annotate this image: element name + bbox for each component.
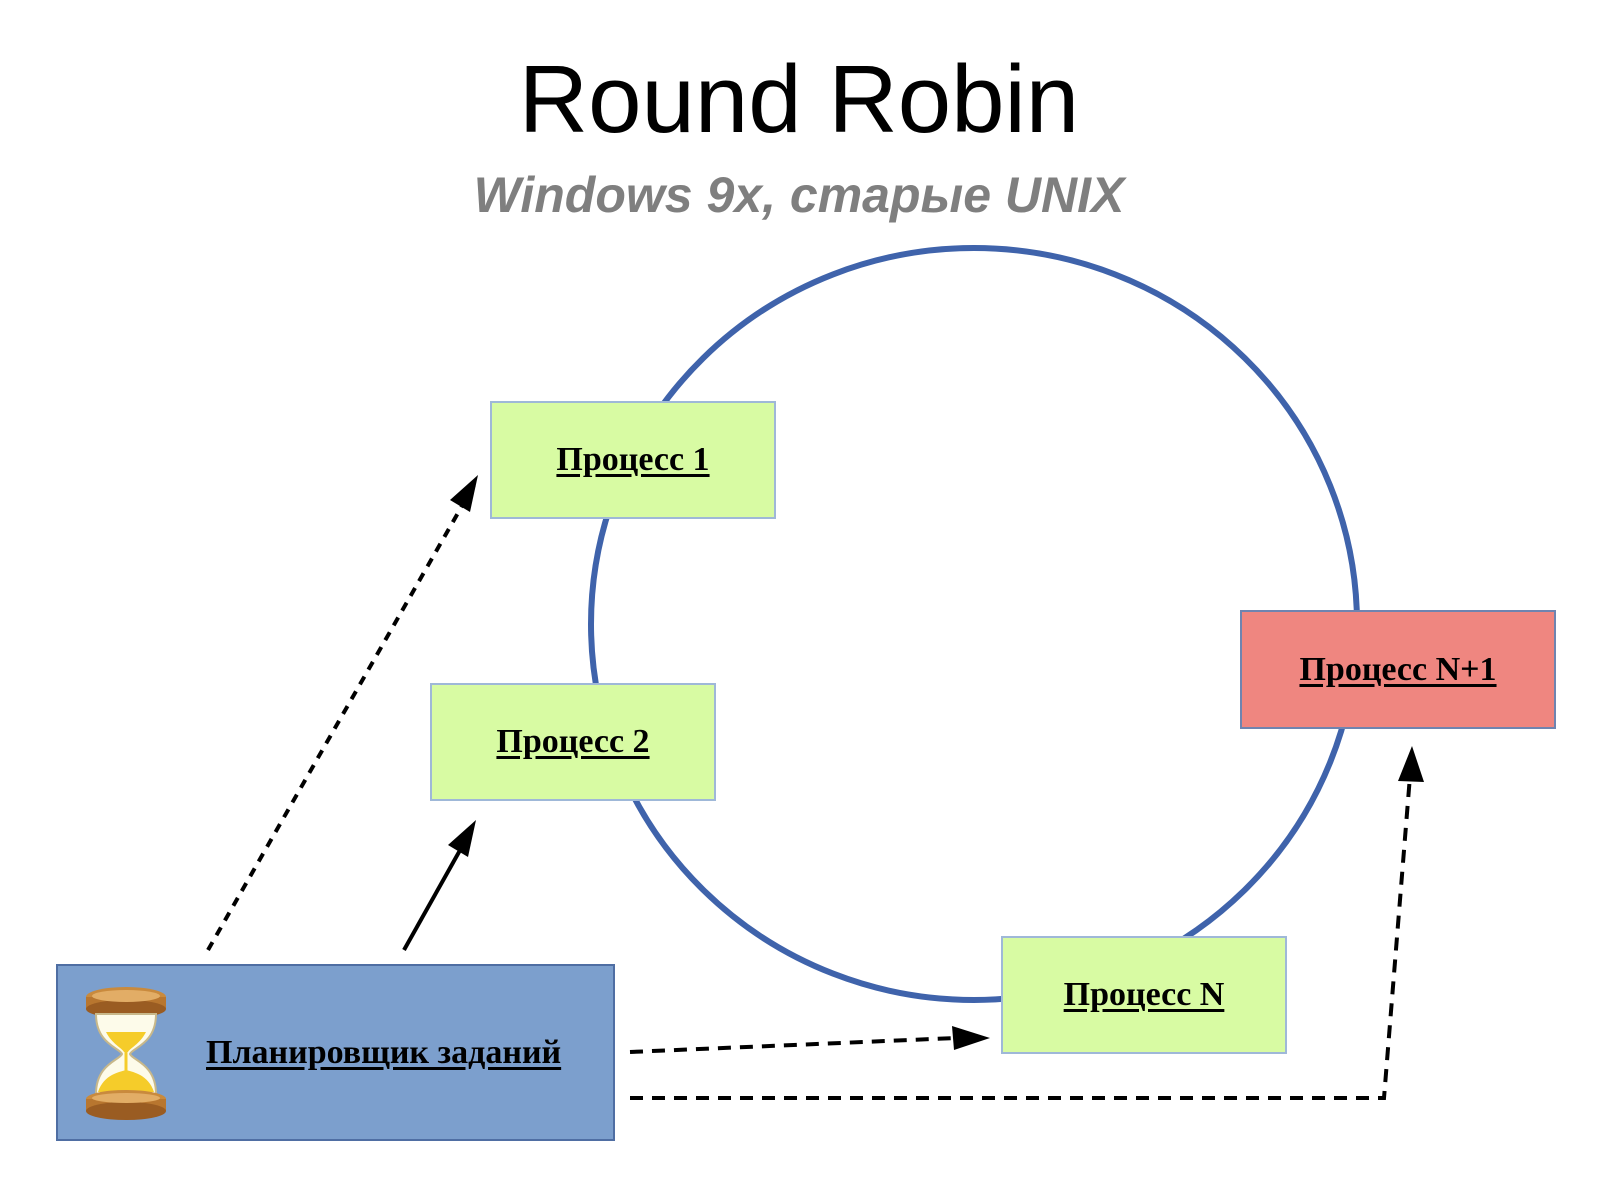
- arrowhead-process-1: [450, 475, 478, 512]
- arrowhead-process-n1: [1398, 746, 1424, 782]
- hourglass-icon: [86, 987, 166, 1120]
- process-2-label[interactable]: Процесс 2: [496, 723, 650, 760]
- arrowhead-process-n: [952, 1026, 990, 1050]
- process-2-box[interactable]: Процесс 2: [430, 683, 716, 801]
- process-1-label[interactable]: Процесс 1: [556, 441, 710, 478]
- process-n-label[interactable]: Процесс N: [1063, 976, 1225, 1013]
- scheduler-label[interactable]: Планировщик заданий: [206, 1034, 562, 1071]
- diagram-title: Round Robin: [518, 46, 1080, 153]
- process-n1-box[interactable]: Процесс N+1: [1240, 610, 1556, 729]
- process-n-box[interactable]: Процесс N: [1001, 936, 1287, 1054]
- arrow-to-process-2: [402, 835, 470, 951]
- diagram-subtitle: Windows 9x, старые UNIX: [473, 167, 1125, 223]
- process-n1-label[interactable]: Процесс N+1: [1299, 650, 1497, 688]
- arrow-to-process-1: [206, 484, 476, 951]
- arrow-to-process-n1: [630, 775, 1412, 1100]
- arrow-to-process-n: [629, 1036, 957, 1054]
- scheduler-box[interactable]: Планировщик заданий: [56, 964, 615, 1141]
- process-1-box[interactable]: Процесс 1: [490, 401, 776, 519]
- arrowhead-process-2: [448, 820, 476, 857]
